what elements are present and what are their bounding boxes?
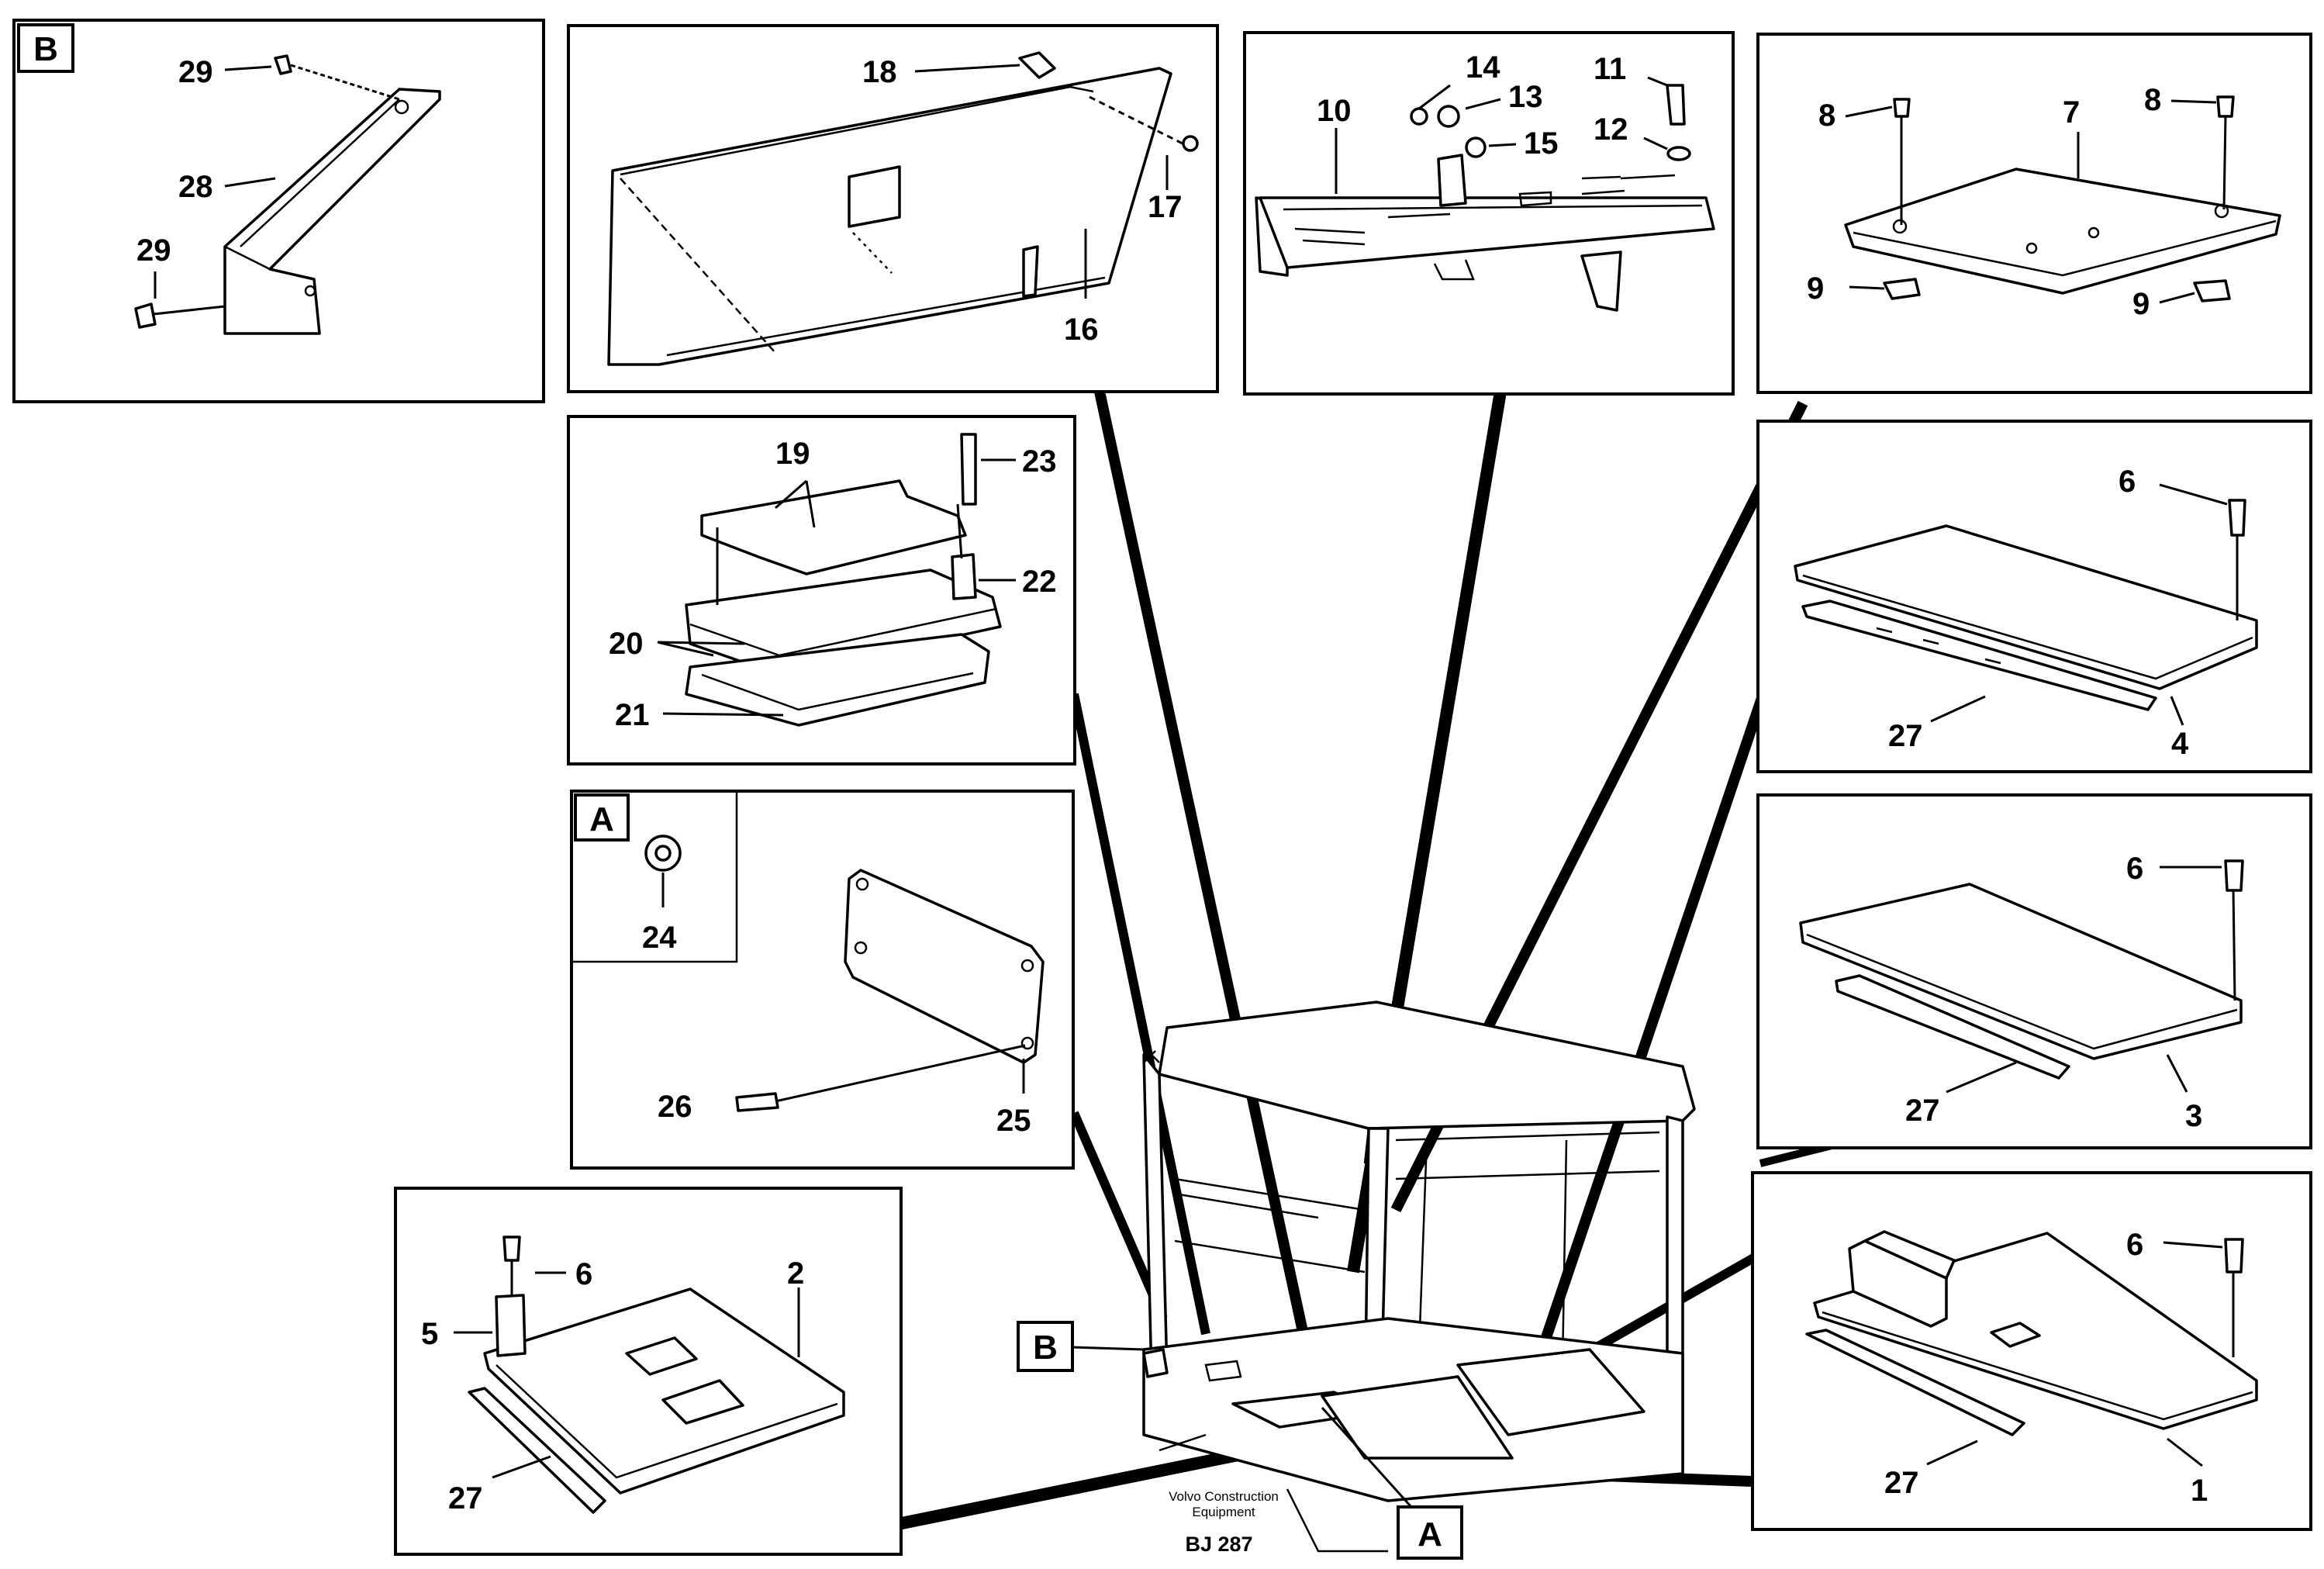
- part-27-label: 27: [1888, 719, 1923, 753]
- view-a-label: A: [589, 800, 614, 838]
- part-16-label: 16: [1064, 313, 1099, 347]
- panel-plate-1: 6 27 1: [1751, 1171, 2312, 1531]
- part-24-label: 24: [642, 921, 677, 955]
- part-11-label: 11: [1594, 52, 1626, 86]
- part-6d-label: 6: [2126, 1228, 2143, 1262]
- part-26-label: 26: [658, 1090, 692, 1124]
- part-9-label: 9: [1807, 271, 1824, 306]
- callout-a-label: A: [1418, 1515, 1442, 1553]
- callout-b-label: B: [1033, 1329, 1058, 1367]
- panel-view-a-cover: A 24 26 25: [570, 790, 1075, 1170]
- part-27b-label: 27: [1905, 1094, 1940, 1128]
- part-6-label: 6: [2119, 465, 2136, 499]
- part-29b-label: 29: [136, 233, 171, 268]
- part-8-label: 8: [1818, 98, 1835, 133]
- part-19-label: 19: [775, 437, 810, 471]
- callout-b-marker: B: [1017, 1321, 1145, 1372]
- part-20-label: 20: [609, 627, 644, 661]
- part-27d-label: 27: [1884, 1466, 1919, 1500]
- part-3-label: 3: [2185, 1099, 2202, 1133]
- panel-plate-3: 6 27 3: [1756, 793, 2312, 1149]
- connector-bands: [896, 390, 1839, 1530]
- view-a-label-box: [574, 793, 630, 842]
- part-12-label: 12: [1594, 112, 1628, 147]
- part-15-label: 15: [1524, 126, 1559, 161]
- view-b-label-box: [17, 23, 74, 73]
- part-13-label: 13: [1508, 80, 1543, 114]
- drawing-code: BJ 287: [1185, 1533, 1252, 1556]
- part-4-label: 4: [2171, 727, 2189, 761]
- part-7-label: 7: [2063, 95, 2080, 130]
- part-28-label: 28: [178, 170, 213, 204]
- part-22-label: 22: [1022, 565, 1057, 599]
- callout-a-marker: A: [1321, 1406, 1463, 1560]
- part-14-label: 14: [1466, 50, 1500, 85]
- panel-side-panel: 18 17 16: [567, 24, 1219, 393]
- part-8b-label: 8: [2144, 83, 2161, 117]
- part-23-label: 23: [1022, 444, 1057, 479]
- panel-plate-2: 6 2 5 27: [394, 1187, 903, 1556]
- part-25-label: 25: [996, 1104, 1031, 1138]
- part-18-label: 18: [862, 55, 897, 89]
- part-2-label: 2: [787, 1256, 804, 1291]
- panel-mat-assembly: 19 23 22 20 21: [567, 415, 1076, 765]
- panel-view-b-bracket: B 29 28 29: [12, 19, 545, 403]
- part-10-label: 10: [1317, 94, 1352, 128]
- part-21-label: 21: [615, 698, 650, 732]
- part-1-label: 1: [2191, 1474, 2208, 1508]
- cab-illustration: [1142, 1000, 1696, 1553]
- part-17-label: 17: [1148, 190, 1183, 224]
- caption-line-1: Volvo Construction: [1169, 1489, 1279, 1504]
- part-6c-label: 6: [575, 1257, 592, 1291]
- panel-plate-4: 6 27 4: [1756, 420, 2312, 773]
- part-9b-label: 9: [2132, 287, 2150, 321]
- part-27c-label: 27: [448, 1481, 483, 1515]
- part-5-label: 5: [421, 1317, 438, 1351]
- panel-upper-plate: 14 13 15 11 12 10: [1243, 31, 1735, 396]
- part-29-label: 29: [178, 55, 213, 89]
- caption-line-2: Equipment: [1192, 1505, 1255, 1519]
- view-b-label: B: [33, 30, 58, 68]
- part-6b-label: 6: [2126, 852, 2143, 886]
- panel-top-plate: 8 7 8 9 9: [1756, 33, 2312, 394]
